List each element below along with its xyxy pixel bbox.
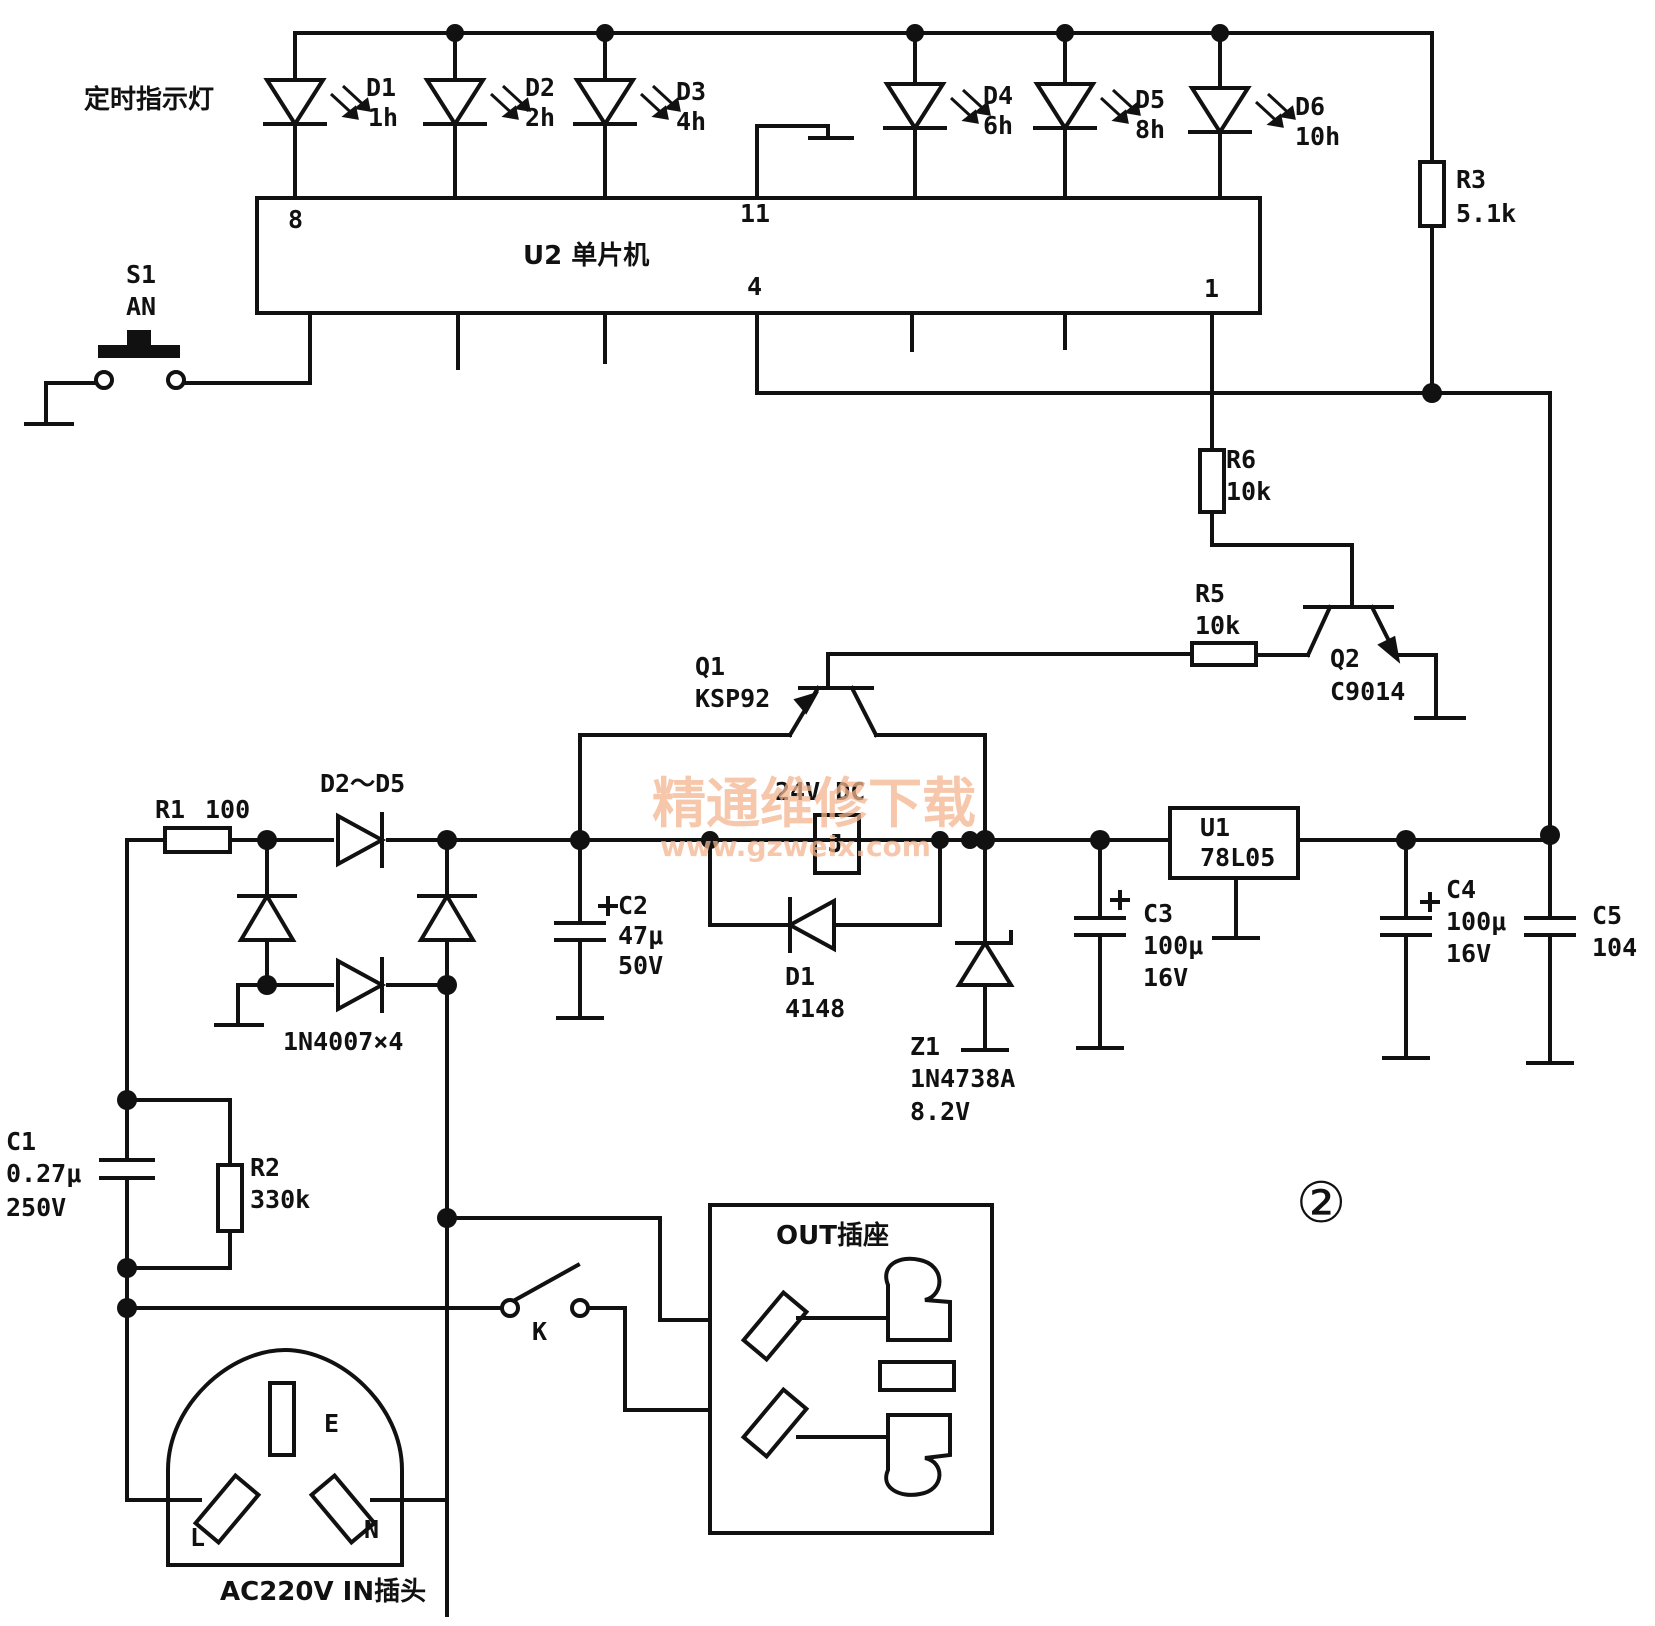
label-d5-time: 8h bbox=[1135, 115, 1165, 144]
label-c3-voltage: 16V bbox=[1143, 963, 1188, 992]
capacitor-c3 bbox=[1074, 838, 1130, 1050]
label-c5-value: 104 bbox=[1592, 933, 1637, 962]
label-c2-voltage: 50V bbox=[618, 951, 663, 980]
led-d2 bbox=[423, 31, 531, 200]
label-s1: S1 bbox=[126, 260, 156, 289]
label-c1-voltage: 250V bbox=[6, 1193, 66, 1222]
pin11-ground bbox=[755, 124, 854, 200]
label-r2-value: 330k bbox=[250, 1185, 310, 1214]
label-q1-value: KSP92 bbox=[695, 684, 770, 713]
label-c3-capacitance: 100μ bbox=[1143, 931, 1203, 960]
label-diode-d1: D1 bbox=[785, 962, 815, 991]
transistor-q1 bbox=[578, 652, 987, 842]
figure-number: ② bbox=[1296, 1171, 1346, 1236]
label-d5: D5 bbox=[1135, 85, 1165, 114]
label-pin4: 4 bbox=[747, 272, 762, 301]
pin4-net bbox=[755, 311, 1552, 837]
label-r6: R6 bbox=[1226, 445, 1256, 474]
label-r1: R1 bbox=[155, 795, 185, 824]
resistor-r5 bbox=[826, 641, 1258, 667]
label-r3-value: 5.1k bbox=[1456, 199, 1516, 228]
label-bridge: D2～D5 bbox=[320, 769, 405, 798]
capacitor-c1-resistor-r2 bbox=[99, 838, 244, 1502]
label-diode-d1-value: 4148 bbox=[785, 994, 845, 1023]
label-relay: 24V DC bbox=[775, 777, 865, 806]
label-r3: R3 bbox=[1456, 165, 1486, 194]
switch-k bbox=[125, 1208, 758, 1412]
led-d6 bbox=[1188, 31, 1296, 200]
label-c2: C2 bbox=[618, 891, 648, 920]
label-d2-time: 2h bbox=[525, 103, 555, 132]
label-z1-value: 1N4738A bbox=[910, 1064, 1015, 1093]
label-earth: E bbox=[324, 1409, 339, 1438]
label-q2: Q2 bbox=[1330, 644, 1360, 673]
label-d4: D4 bbox=[983, 81, 1013, 110]
label-c4-voltage: 16V bbox=[1446, 939, 1491, 968]
label-timer-indicator: 定时指示灯 bbox=[84, 84, 214, 115]
label-c4: C4 bbox=[1446, 875, 1476, 904]
label-r5-value: 10k bbox=[1195, 611, 1240, 640]
label-pin11: 11 bbox=[740, 199, 770, 228]
label-q1: Q1 bbox=[695, 652, 725, 681]
label-bridge-type: 1N4007×4 bbox=[283, 1027, 403, 1056]
label-neutral: N bbox=[364, 1515, 379, 1544]
bridge-rectifier bbox=[214, 812, 477, 1617]
label-d3-time: 4h bbox=[676, 107, 706, 136]
label-c1-capacitance: 0.27μ bbox=[6, 1159, 81, 1188]
label-pin1: 1 bbox=[1204, 274, 1219, 303]
label-live: L bbox=[190, 1523, 205, 1552]
label-out-socket: OUT插座 bbox=[776, 1220, 889, 1251]
label-r6-value: 10k bbox=[1226, 477, 1271, 506]
label-d3: D3 bbox=[676, 77, 706, 106]
label-z1: Z1 bbox=[910, 1032, 940, 1061]
label-plug: AC220V IN插头 bbox=[220, 1577, 426, 1607]
label-d6-time: 10h bbox=[1295, 122, 1340, 151]
input-plug bbox=[125, 1347, 449, 1567]
label-c3: C3 bbox=[1143, 899, 1173, 928]
watermark-title: 精通维修下载 bbox=[652, 771, 976, 835]
label-d1: D1 bbox=[366, 73, 396, 102]
capacitor-c5 bbox=[1524, 833, 1576, 1065]
transistor-q2 bbox=[1258, 604, 1466, 720]
label-c4-capacitance: 100μ bbox=[1446, 907, 1506, 936]
label-r1-value: 100 bbox=[205, 795, 250, 824]
switch-s1 bbox=[24, 311, 312, 426]
label-u1-value: 78L05 bbox=[1200, 843, 1275, 872]
label-c2-capacitance: 47μ bbox=[618, 921, 663, 950]
label-relay-j: J bbox=[828, 829, 843, 858]
resistor-r1 bbox=[163, 826, 232, 854]
label-c5: C5 bbox=[1592, 901, 1622, 930]
label-c1: C1 bbox=[6, 1127, 36, 1156]
label-q2-value: C9014 bbox=[1330, 677, 1405, 706]
label-d4-time: 6h bbox=[983, 111, 1013, 140]
mcu-u2 bbox=[255, 196, 1262, 315]
label-u1: U1 bbox=[1200, 813, 1230, 842]
out-socket bbox=[708, 1203, 994, 1535]
led-d1 bbox=[263, 31, 371, 200]
mcu-bottom-pins bbox=[456, 311, 1067, 370]
label-d1-time: 1h bbox=[368, 103, 398, 132]
capacitor-c4 bbox=[1380, 838, 1440, 1060]
label-r5: R5 bbox=[1195, 579, 1225, 608]
led-d5 bbox=[1033, 31, 1141, 200]
label-pin8: 8 bbox=[288, 205, 303, 234]
watermark-url: www.gzweix.com bbox=[660, 830, 931, 863]
led-d4 bbox=[883, 31, 991, 200]
zener-z1 bbox=[955, 838, 1015, 1052]
label-s1-value: AN bbox=[126, 292, 156, 321]
label-k: K bbox=[532, 1317, 547, 1346]
label-d6: D6 bbox=[1295, 92, 1325, 121]
capacitor-c2 bbox=[554, 838, 618, 1020]
resistor-r6 bbox=[1198, 311, 1354, 609]
regulator-u1 bbox=[1168, 806, 1300, 940]
led-d3 bbox=[573, 31, 681, 200]
label-d2: D2 bbox=[525, 73, 555, 102]
label-z1-voltage: 8.2V bbox=[910, 1097, 970, 1126]
label-u2: U2 单片机 bbox=[523, 241, 649, 271]
label-r2: R2 bbox=[250, 1153, 280, 1182]
resistor-r3 bbox=[1418, 31, 1446, 395]
